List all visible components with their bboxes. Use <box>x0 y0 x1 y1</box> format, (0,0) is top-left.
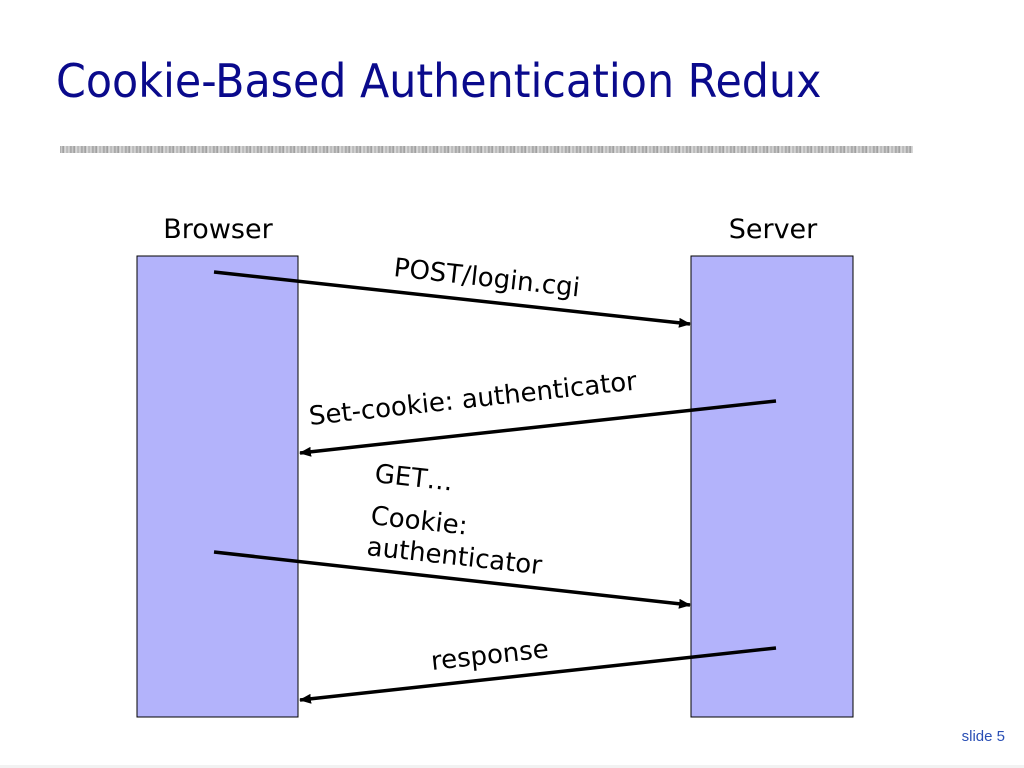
title-divider <box>60 146 913 153</box>
get-label: GET… <box>373 459 454 497</box>
bottom-bar <box>0 765 1024 768</box>
browser-lane-label: Browser <box>163 214 273 245</box>
response-label: response <box>430 634 551 677</box>
response-arrow <box>299 646 777 704</box>
browser-lane <box>136 255 299 718</box>
slide-number: slide 5 <box>961 728 1005 745</box>
get-with-cookie-arrow <box>213 550 691 609</box>
server-lane <box>690 255 854 718</box>
slide-title: Cookie-Based Authentication Redux <box>56 54 822 108</box>
set-cookie-arrow <box>299 399 777 457</box>
server-lane-label: Server <box>729 214 818 245</box>
post-login-arrow <box>213 270 691 328</box>
